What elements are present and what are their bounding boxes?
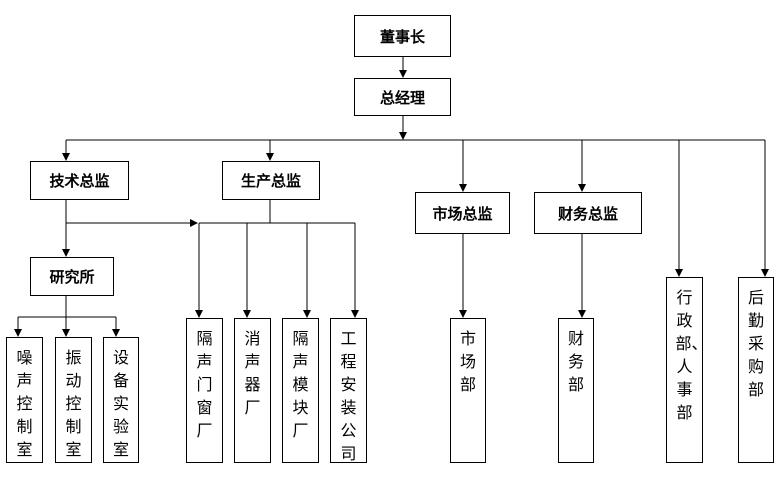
node-market-department-label: 市场部 [459,329,476,394]
node-finance-director: 财务总监 [534,192,642,234]
node-logistics-procurement: 后勤采购部 [738,277,774,463]
node-production-director: 生产总监 [222,161,320,200]
node-installation-company-label: 工程安装公司 [340,329,357,463]
node-admin-hr-department-label: 行政部、人事部 [675,288,708,422]
node-general-manager-label: 总经理 [379,88,425,107]
node-research-institute-label: 研究所 [49,268,95,286]
node-chairman-label: 董事长 [379,27,425,46]
node-marketing-director-label: 市场总监 [432,204,493,223]
node-admin-hr-department: 行政部、人事部 [666,277,708,463]
node-research-institute: 研究所 [30,257,114,296]
node-vibration-control-lab: 振动控制室 [55,337,92,463]
node-muffler-factory: 消声器厂 [234,318,271,463]
node-technical-director-label: 技术总监 [49,172,110,190]
node-equipment-lab-label: 设备实验室 [112,348,129,459]
node-production-director-label: 生产总监 [240,172,301,190]
node-muffler-factory-label: 消声器厂 [244,329,261,417]
node-finance-department-label: 财务部 [567,329,584,394]
node-technical-director: 技术总监 [30,161,129,200]
node-finance-director-label: 财务总监 [557,204,618,223]
node-installation-company: 工程安装公司 [330,318,367,463]
node-general-manager: 总经理 [354,78,451,116]
node-vibration-control-lab-label: 振动控制室 [65,348,82,459]
node-chairman: 董事长 [354,15,451,57]
node-finance-department: 财务部 [558,318,594,463]
node-noise-control-lab: 噪声控制室 [6,337,43,463]
node-sound-module-factory-label: 隔声模块厂 [292,329,309,440]
node-logistics-procurement-label: 后勤采购部 [747,288,764,399]
node-noise-control-lab-label: 噪声控制室 [16,348,33,459]
node-equipment-lab: 设备实验室 [103,337,139,463]
node-marketing-director: 市场总监 [415,192,510,234]
node-door-window-factory-label: 隔声门窗厂 [196,329,213,440]
node-sound-module-factory: 隔声模块厂 [282,318,319,463]
node-door-window-factory: 隔声门窗厂 [186,318,223,463]
node-market-department: 市场部 [450,318,486,463]
